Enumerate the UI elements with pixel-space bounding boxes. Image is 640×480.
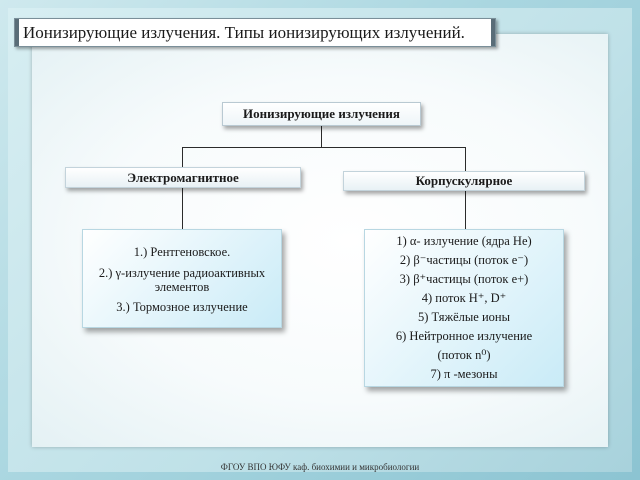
root-node-label: Ионизирующие излучения (243, 106, 400, 121)
corpuscular-list: 1) α- излучение (ядра He) 2) β⁻частицы (… (364, 229, 564, 387)
connector-horizontal (182, 147, 466, 148)
list-item: 1) α- излучение (ядра He) (396, 234, 532, 248)
list-item: 4) поток H⁺, D⁺ (421, 291, 507, 305)
electromagnetic-node: Электромагнитное (65, 167, 301, 188)
list-item: 7) π -мезоны (430, 367, 498, 381)
corpuscular-node: Корпускулярное (343, 171, 585, 191)
footer-text: ФГОУ ВПО ЮФУ каф. биохимии и микробиолог… (220, 462, 420, 472)
list-item: 3.) Тормозное излучение (116, 300, 248, 314)
list-item: 2.) γ-излучение радиоактивных (98, 266, 266, 280)
list-item: 6) Нейтронное излучение (395, 329, 533, 343)
slide-title: Ионизирующие излучения. Типы ионизирующи… (14, 18, 496, 47)
list-item: элементов (154, 280, 210, 294)
list-item: 1.) Рентгеновское. (133, 245, 231, 259)
electromagnetic-list: 1.) Рентгеновское. 2.) γ-излучение радио… (82, 229, 282, 328)
connector-left-list (182, 188, 183, 229)
corpuscular-node-label: Корпускулярное (415, 173, 513, 188)
list-item: 5) Тяжёлые ионы (418, 310, 510, 324)
connector-right-down (465, 147, 466, 171)
slide-title-text: Ионизирующие излучения. Типы ионизирующи… (23, 22, 465, 42)
list-item: (поток n⁰) (437, 348, 491, 362)
electromagnetic-node-label: Электромагнитное (127, 169, 239, 185)
connector-right-list (465, 191, 466, 229)
root-node: Ионизирующие излучения (222, 102, 421, 126)
connector-root-down (321, 126, 322, 147)
list-item: 2) β⁻частицы (поток e⁻) (399, 253, 529, 267)
list-item: 3) β⁺частицы (поток e+) (399, 272, 529, 286)
connector-left-down (182, 147, 183, 167)
